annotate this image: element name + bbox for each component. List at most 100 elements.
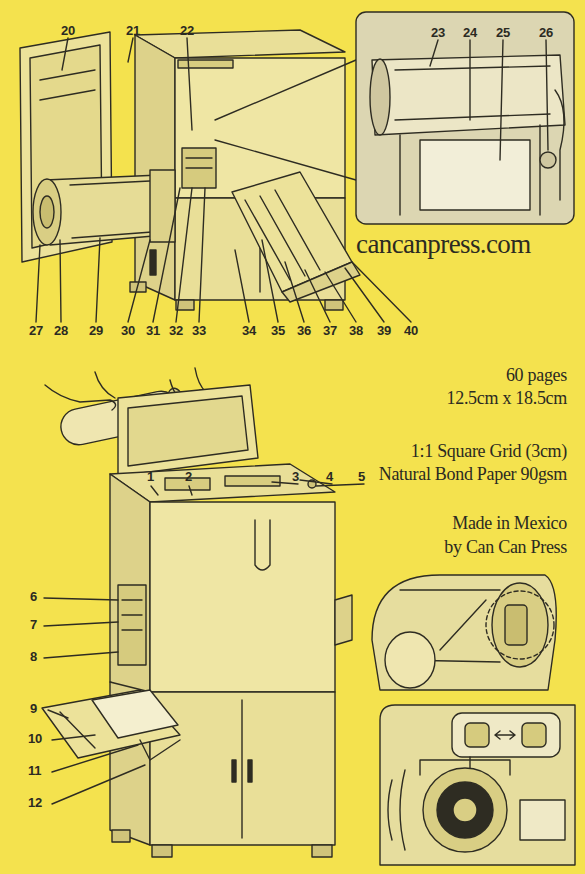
- machine-body-part: [186, 167, 212, 168]
- machine-lid-part: [118, 385, 258, 476]
- leader-lines-bottom-part: [48, 710, 68, 718]
- drum-unit-part: [45, 175, 165, 245]
- cabinet-part: [232, 760, 236, 782]
- product-info: Made in Mexico: [452, 514, 567, 534]
- callout-number: 2: [185, 470, 192, 484]
- drum-inset-part: [420, 140, 530, 210]
- drum-inset: [356, 12, 574, 224]
- drum-gear-inset: [372, 575, 556, 690]
- machine-body-lower-part: [255, 520, 270, 570]
- leader-lines-top-part: [500, 40, 503, 160]
- leader-lines-top-part: [36, 245, 40, 322]
- callout-number: 6: [30, 590, 37, 604]
- drum-gear-inset-part: [440, 600, 486, 650]
- drum-inset-part: [555, 90, 564, 200]
- callout-number: 5: [358, 470, 365, 484]
- drum-inset-part: [540, 152, 556, 168]
- machine-body-part: [186, 157, 212, 158]
- drum-unit-part: [72, 232, 152, 238]
- machine-body-lower-part: [122, 599, 142, 600]
- leader-lines-bottom-part: [189, 486, 192, 495]
- cabinet-part: [248, 760, 252, 782]
- machine-body-lower-part: [122, 629, 142, 630]
- callout-number: 33: [192, 324, 206, 338]
- zoom-lines-part: [215, 60, 356, 120]
- callout-number: 38: [349, 324, 363, 338]
- leader-lines-bottom: [44, 480, 364, 804]
- leader-lines-top-part: [285, 262, 304, 322]
- leader-lines-bottom-part: [52, 765, 145, 804]
- leader-lines-bottom-part: [151, 486, 158, 495]
- drum-inset-part: [372, 55, 565, 135]
- drum-inset-part: [395, 114, 550, 120]
- leader-lines-bottom-part: [44, 652, 118, 658]
- drum-inset-part: [356, 12, 574, 224]
- leader-lines-top-part: [469, 40, 470, 120]
- callout-number: 1: [147, 470, 154, 484]
- leader-lines-top-part: [546, 40, 548, 150]
- callout-number: 12: [28, 796, 42, 810]
- leader-lines-top-part: [187, 38, 192, 130]
- control-panel-inset-part: [522, 723, 546, 747]
- machine-body-part: [150, 250, 156, 275]
- callout-number: 11: [28, 764, 41, 778]
- drum-gear-inset-part: [492, 583, 548, 667]
- zoom-lines-part: [215, 140, 356, 180]
- leader-lines-bottom-part: [52, 735, 95, 740]
- drum-unit-part: [33, 179, 61, 245]
- callout-number: 21: [126, 24, 140, 38]
- machine-lid: [118, 385, 258, 476]
- machine-body-part: [178, 60, 233, 68]
- feed-tray-part: [140, 740, 180, 760]
- control-panel-inset-part: [452, 713, 560, 757]
- drum-gear-inset-part: [505, 605, 527, 645]
- leader-lines-top-part: [262, 240, 278, 322]
- machine-body-lower-part: [335, 595, 352, 645]
- drum-unit: [33, 170, 175, 245]
- callout-number: 22: [180, 24, 194, 38]
- control-panel-inset-part: [453, 798, 477, 822]
- product-info: 1:1 Square Grid (3cm): [411, 442, 567, 462]
- product-info: 12.5cm x 18.5cm: [447, 389, 567, 409]
- leader-lines-bottom-part: [52, 745, 138, 772]
- leader-lines-top-part: [128, 240, 150, 322]
- drum-gear-inset-part: [385, 632, 435, 688]
- leader-lines-top-part: [325, 272, 356, 322]
- drum-unit-part: [40, 196, 54, 228]
- callout-number: 27: [29, 324, 43, 338]
- machine-body-lower-part: [110, 474, 150, 700]
- leader-lines-bottom-part: [316, 484, 364, 486]
- leader-lines-top: [36, 38, 548, 322]
- leader-lines-bottom-part: [44, 622, 118, 626]
- drum-gear-inset-part: [372, 575, 556, 690]
- leader-lines-top-part: [199, 188, 205, 322]
- feed-tray-part: [42, 690, 180, 758]
- output-tray-part: [275, 190, 320, 270]
- product-info: by Can Can Press: [444, 538, 567, 558]
- leader-lines-top-part: [235, 250, 249, 322]
- callout-number: 4: [326, 470, 333, 484]
- callout-number: 23: [431, 26, 445, 40]
- machine-body-lower-part: [118, 585, 146, 665]
- leader-lines-top-part: [430, 40, 438, 66]
- machine-body-part: [182, 148, 216, 188]
- callout-number: 7: [30, 618, 37, 632]
- machine-body-lower-part: [150, 502, 335, 692]
- callout-number: 20: [61, 24, 75, 38]
- callout-number: 36: [297, 324, 311, 338]
- machine-body-lower-part: [110, 464, 335, 502]
- output-tray-part: [282, 262, 360, 302]
- callout-number: 28: [54, 324, 68, 338]
- drum-inset-part: [395, 66, 550, 70]
- machine-body-part: [175, 58, 345, 198]
- callout-number: 24: [463, 26, 477, 40]
- callout-number: 25: [496, 26, 510, 40]
- leader-lines-top-part: [305, 270, 330, 322]
- drum-inset-part: [370, 59, 390, 135]
- callout-number: 8: [30, 650, 37, 664]
- drum-gear-inset-part: [486, 591, 554, 659]
- cabinet-part: [312, 845, 332, 857]
- callout-number: 34: [242, 324, 256, 338]
